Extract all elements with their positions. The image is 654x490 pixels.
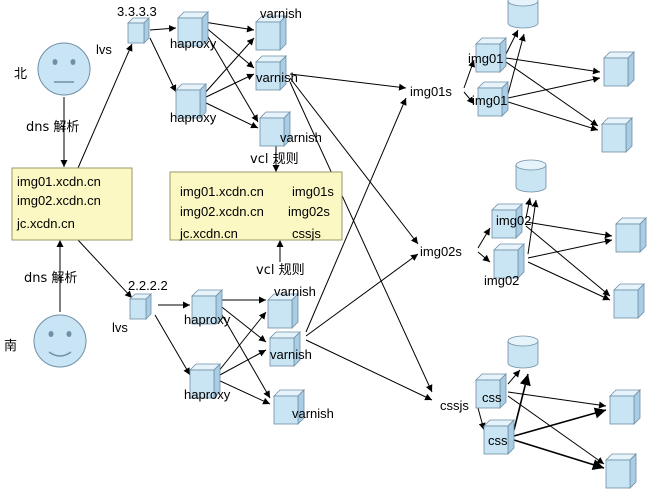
storage-node bbox=[601, 117, 633, 153]
vcl-target: img02s bbox=[288, 204, 330, 219]
varnish-label: varnish bbox=[274, 284, 316, 299]
cssjs-label: cssjs bbox=[440, 398, 469, 413]
vcl-domain: img02.xcdn.cn bbox=[180, 204, 264, 219]
varnish-node bbox=[267, 293, 299, 329]
varnish-label: varnish bbox=[270, 347, 312, 362]
img01-label: img01 bbox=[468, 51, 503, 66]
vcl-label: vcl 规则 bbox=[256, 263, 305, 278]
south-user-face bbox=[33, 314, 87, 368]
storage-node bbox=[613, 283, 645, 319]
storage-node bbox=[603, 51, 635, 87]
ip-label: 2.2.2.2 bbox=[128, 278, 168, 293]
vcl-target: img01s bbox=[292, 184, 334, 199]
dns-label: dns 解析 bbox=[24, 271, 77, 286]
vcl-domain: img01.xcdn.cn bbox=[180, 184, 264, 199]
vcl-rule-box: img01.xcdn.cn img01s img02.xcdn.cn img02… bbox=[169, 171, 343, 241]
connections bbox=[56, 21, 613, 471]
css-label: css bbox=[482, 390, 502, 405]
storage-node bbox=[609, 389, 641, 425]
database-node bbox=[507, 0, 539, 29]
dns-record-line: img02.xcdn.cn bbox=[17, 193, 101, 208]
database-node bbox=[515, 159, 547, 193]
ip-label: 3.3.3.3 bbox=[117, 4, 157, 19]
vcl-label: vcl 规则 bbox=[250, 152, 299, 167]
labels: 北 南 dns 解析 dns 解析 3.3.3.3 lvs 2.2.2.2 lv… bbox=[4, 4, 531, 448]
lvs-bottom-node bbox=[129, 293, 152, 320]
lvs-top-node bbox=[127, 17, 150, 44]
lvs-label: lvs bbox=[96, 42, 112, 57]
varnish-label: varnish bbox=[292, 406, 334, 421]
dns-record-box: img01.xcdn.cn img02.xcdn.cn jc.xcdn.cn bbox=[11, 167, 133, 241]
haproxy-label: haproxy bbox=[170, 36, 217, 51]
lvs-label: lvs bbox=[112, 320, 128, 335]
storage-node bbox=[605, 453, 637, 489]
haproxy-label: haproxy bbox=[184, 387, 231, 402]
dns-record-line: jc.xcdn.cn bbox=[16, 216, 75, 231]
north-user-face bbox=[37, 42, 91, 96]
varnish-label: varnish bbox=[260, 6, 302, 21]
varnish-node bbox=[255, 15, 287, 51]
vcl-target: cssjs bbox=[292, 226, 321, 241]
img02-label: img02 bbox=[484, 273, 519, 288]
server-nodes bbox=[127, 0, 647, 489]
img01s-label: img01s bbox=[410, 84, 452, 99]
vcl-domain: jc.xcdn.cn bbox=[179, 226, 238, 241]
varnish-label: varnish bbox=[256, 70, 298, 85]
database-node bbox=[507, 335, 539, 369]
storage-node bbox=[615, 217, 647, 253]
css-label: css bbox=[488, 433, 508, 448]
img02s-label: img02s bbox=[420, 244, 462, 259]
haproxy-label: haproxy bbox=[170, 110, 217, 125]
varnish-label: varnish bbox=[280, 130, 322, 145]
haproxy-label: haproxy bbox=[184, 312, 231, 327]
img02-label: img02 bbox=[496, 213, 531, 228]
north-label: 北 bbox=[14, 67, 27, 82]
dns-label: dns 解析 bbox=[26, 120, 79, 135]
dns-record-line: img01.xcdn.cn bbox=[17, 174, 101, 189]
img01-label: img01 bbox=[472, 93, 507, 108]
south-label: 南 bbox=[4, 338, 17, 354]
